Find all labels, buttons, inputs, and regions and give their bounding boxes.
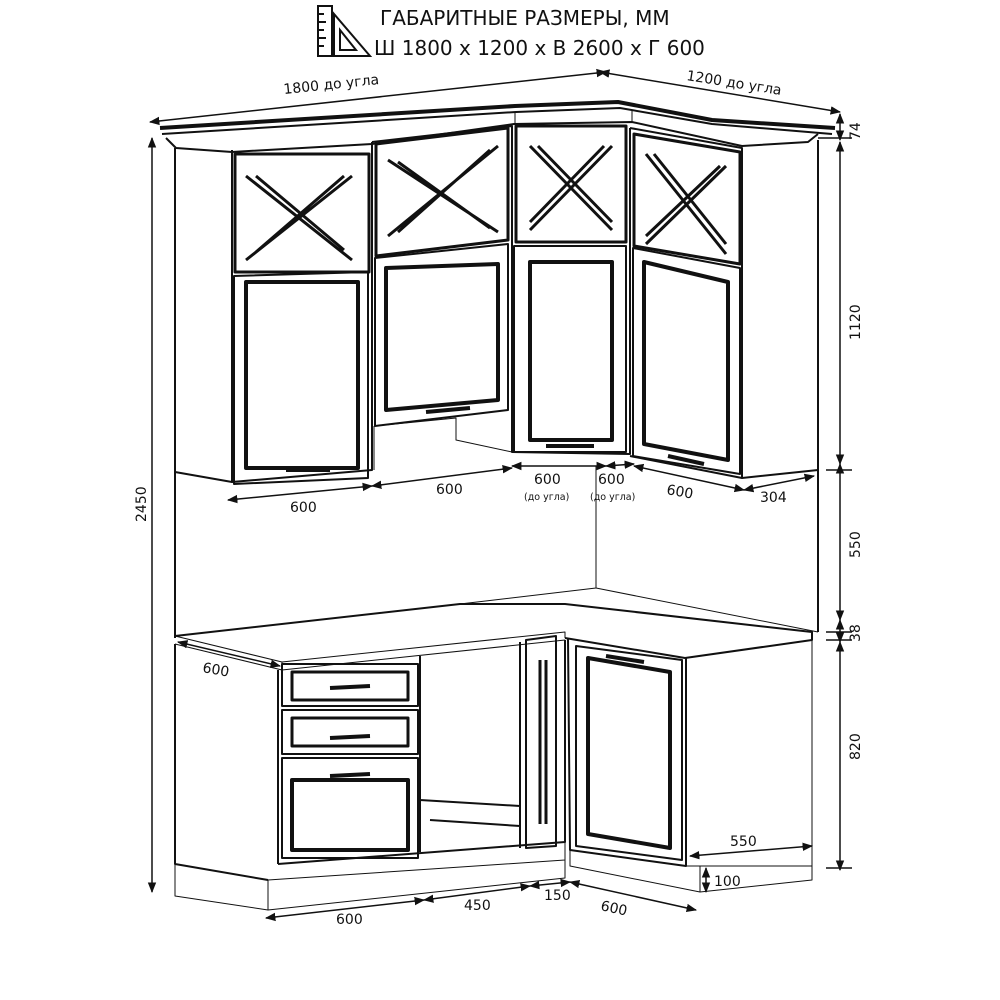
dim-total-height: 2450: [134, 486, 150, 522]
dim-base-depth-right: 550: [730, 834, 757, 850]
dimension-lines: [147, 68, 852, 922]
dim-upper-height: 1120: [848, 304, 864, 340]
ruler-triangle-icon: [317, 5, 373, 57]
dim-upper-depth: 304: [760, 490, 787, 506]
dim-backsplash: 550: [848, 531, 864, 558]
dim-top-left: 1800 до угла: [283, 72, 380, 98]
dim-base-depth-left: 600: [201, 660, 230, 680]
dim-base-width-3: 150: [544, 888, 571, 904]
corner-note-1: (до угла): [524, 492, 569, 503]
dim-upper-width-5: 600: [665, 482, 694, 502]
dim-base-height: 820: [848, 733, 864, 760]
dim-worktop: 38: [848, 624, 864, 642]
dim-plinth: 100: [714, 874, 741, 890]
dim-upper-width-4: 600: [598, 472, 625, 488]
page-title: ГАБАРИТНЫЕ РАЗМЕРЫ, ММ: [380, 6, 670, 30]
dim-upper-width-2: 600: [436, 482, 463, 498]
corner-note-2: (до угла): [590, 492, 635, 503]
dim-base-width-1: 600: [336, 912, 363, 928]
dim-base-width-4: 600: [599, 898, 628, 919]
kitchen-set-line-art: [159, 100, 836, 911]
dim-base-width-2: 450: [464, 898, 491, 914]
dim-upper-width-1: 600: [290, 500, 317, 516]
page-subtitle: Ш 1800 х 1200 х В 2600 х Г 600: [374, 36, 705, 60]
dim-upper-width-3: 600: [534, 472, 561, 488]
dim-cornice: 74: [848, 122, 864, 140]
